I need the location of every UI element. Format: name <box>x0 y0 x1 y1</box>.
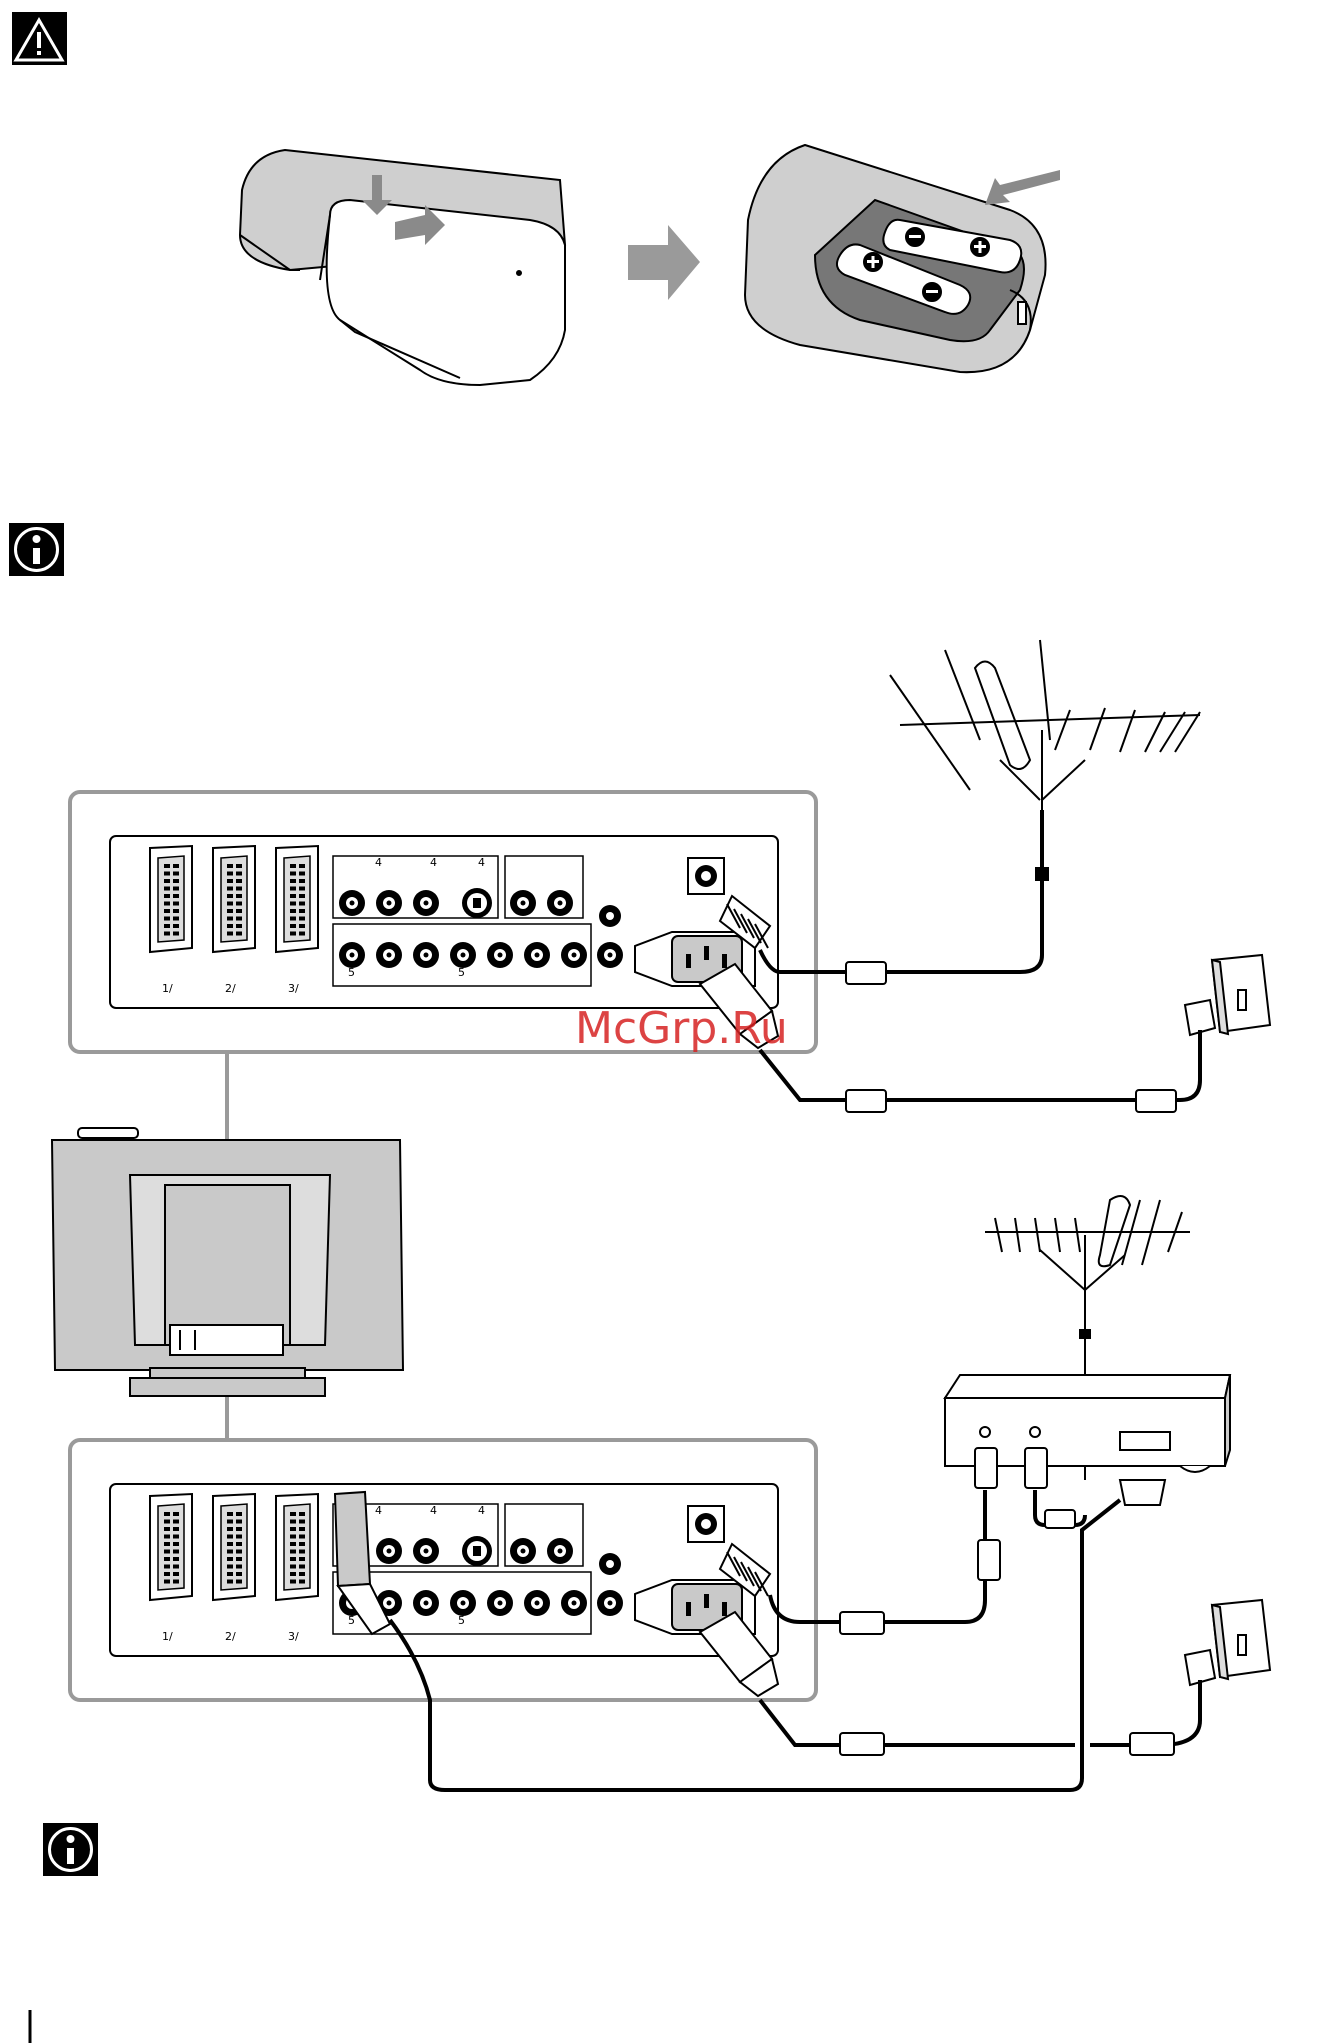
rca-jack-icon <box>339 942 365 968</box>
label-scart1: 1/ <box>162 982 173 995</box>
scart-socket-icon <box>150 846 192 952</box>
rca-jack-icon <box>413 1590 439 1616</box>
watermark-text: McGrp.Ru <box>575 1003 788 1054</box>
rca-jack-icon <box>524 1590 550 1616</box>
info-icon <box>9 523 64 576</box>
step-arrow-icon <box>628 225 700 300</box>
label-scart1: 1/ <box>162 1630 173 1643</box>
headphone-jack-icon <box>599 1553 621 1575</box>
rca-jack-icon <box>524 942 550 968</box>
remote-cover-closed <box>240 150 565 385</box>
scart-socket-icon <box>213 1494 255 1600</box>
rca-jack-icon <box>561 1590 587 1616</box>
rca-jack-icon <box>450 1590 476 1616</box>
label-in4-a: 4 <box>375 1504 382 1517</box>
rca-jack-icon <box>547 890 573 916</box>
aerial-socket-icon <box>688 858 724 894</box>
label-in4-a: 4 <box>375 856 382 869</box>
svideo-jack-icon <box>462 888 492 918</box>
rca-jack-icon <box>487 942 513 968</box>
rca-jack-icon <box>413 890 439 916</box>
label-in4-svideo: 4 <box>478 856 485 869</box>
label-scart3: 3/ <box>288 982 299 995</box>
rca-jack-icon <box>413 942 439 968</box>
label-in4-b: 4 <box>430 856 437 869</box>
label-in5-a: 5 <box>348 1614 355 1627</box>
tv-rear-view <box>52 1128 403 1396</box>
scart-socket-icon <box>276 1494 318 1600</box>
remote-battery-open <box>745 145 1046 372</box>
wall-socket-icon <box>1212 955 1270 1034</box>
rca-jack-icon <box>510 1538 536 1564</box>
scart-socket-icon <box>276 846 318 952</box>
rca-jack-icon <box>510 890 536 916</box>
mains-plug-icon <box>1185 1000 1215 1685</box>
rca-jack-icon <box>597 942 623 968</box>
rca-jack-icon <box>413 1538 439 1564</box>
insert-arrow-icon <box>985 170 1060 205</box>
aerial-socket-icon <box>688 1506 724 1542</box>
rca-jack-icon <box>561 942 587 968</box>
svideo-jack-icon <box>462 1536 492 1566</box>
scart-socket-icon <box>213 846 255 952</box>
headphone-jack-icon <box>599 905 621 927</box>
rca-jack-icon <box>597 1590 623 1616</box>
rca-jack-icon <box>547 1538 573 1564</box>
label-in4-svideo: 4 <box>478 1504 485 1517</box>
warning-triangle-icon <box>12 12 67 65</box>
rca-jack-icon <box>487 1590 513 1616</box>
aerial-antenna-icon <box>890 640 1200 810</box>
rca-jack-icon <box>376 1538 402 1564</box>
rca-jack-icon <box>450 942 476 968</box>
label-in5-a: 5 <box>348 966 355 979</box>
rca-jack-icon <box>376 942 402 968</box>
label-in5-b: 5 <box>458 1614 465 1627</box>
wall-socket-icon <box>1212 1600 1270 1679</box>
rca-jack-icon <box>339 890 365 916</box>
label-in4-b: 4 <box>430 1504 437 1517</box>
info-icon <box>43 1823 98 1876</box>
label-scart2: 2/ <box>225 1630 236 1643</box>
label-scart2: 2/ <box>225 982 236 995</box>
label-in5-b: 5 <box>458 966 465 979</box>
label-scart3: 3/ <box>288 1630 299 1643</box>
scart-socket-icon <box>150 1494 192 1600</box>
rca-jack-icon <box>376 890 402 916</box>
